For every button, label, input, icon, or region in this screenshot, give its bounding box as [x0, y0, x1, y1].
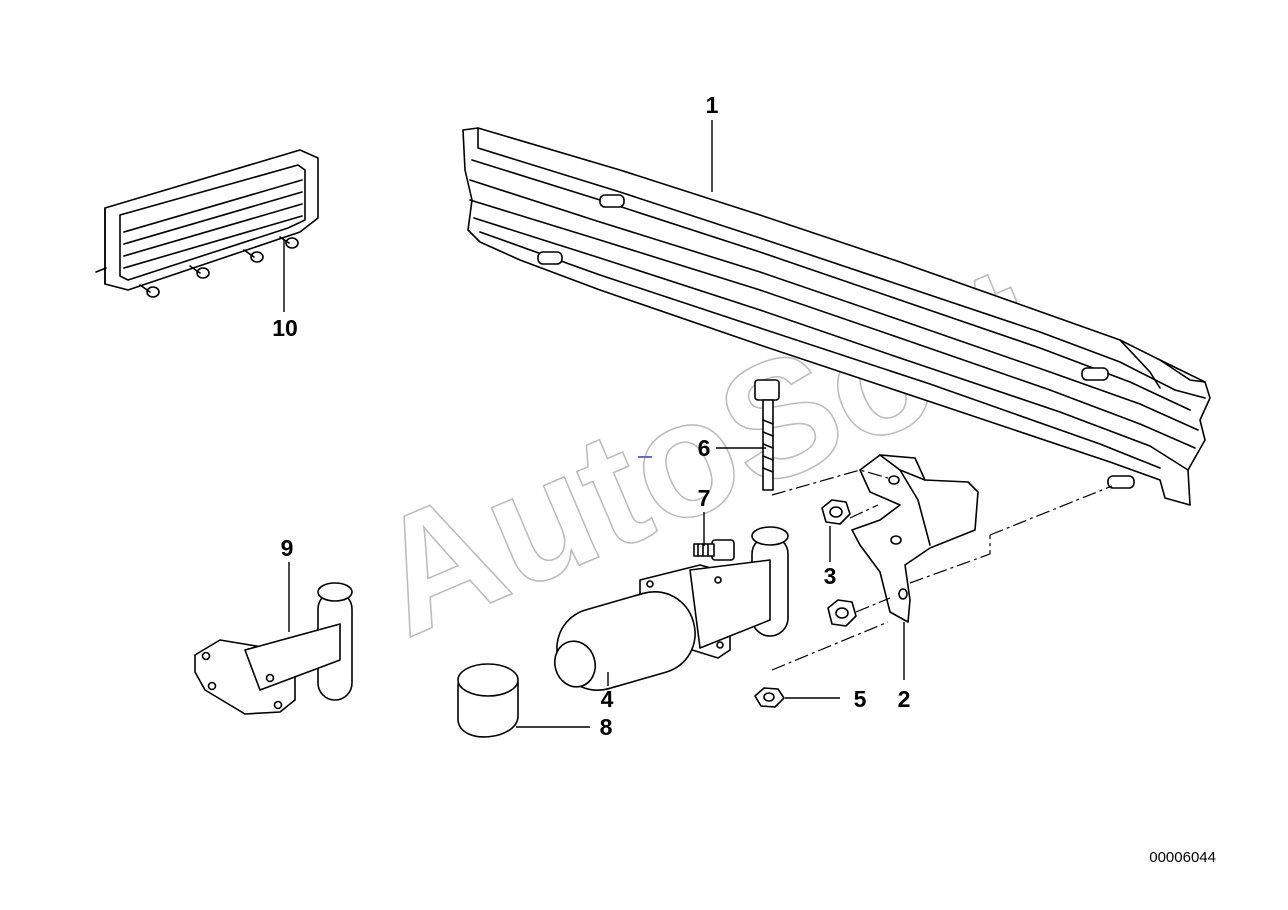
part-7-screw[interactable]: [693, 539, 735, 561]
callout-3: 3: [824, 563, 837, 589]
callout-2: 2: [898, 686, 911, 712]
callout-5: 5: [854, 686, 867, 712]
callout-6: 6: [698, 435, 711, 461]
part-4-tow-mount[interactable]: [547, 526, 789, 700]
part-10-grille[interactable]: [95, 149, 319, 298]
part-3-nut-lower[interactable]: [827, 599, 857, 627]
part-2-bracket[interactable]: [851, 454, 979, 623]
callout-8: 8: [600, 714, 613, 740]
part-6-bolt[interactable]: [754, 379, 780, 491]
callout-9: 9: [281, 535, 294, 561]
diagram-id: 00006044: [1149, 849, 1216, 866]
callout-10: 10: [272, 315, 298, 341]
callout-4: 4: [601, 686, 614, 712]
callout-1: 1: [706, 92, 719, 118]
assembly-lines: [771, 469, 1113, 671]
part-3-nut-upper[interactable]: [821, 499, 851, 525]
callout-7: 7: [698, 485, 711, 511]
part-8-cap[interactable]: [457, 663, 519, 738]
part-5-nut[interactable]: [754, 687, 785, 708]
part-1-bumper[interactable]: [462, 127, 1211, 506]
callouts: 1 2 3 4 5 6 7 8 9 10: [272, 92, 910, 740]
leader-lines: [283, 120, 905, 728]
part-9-tow-mount[interactable]: [194, 582, 353, 715]
